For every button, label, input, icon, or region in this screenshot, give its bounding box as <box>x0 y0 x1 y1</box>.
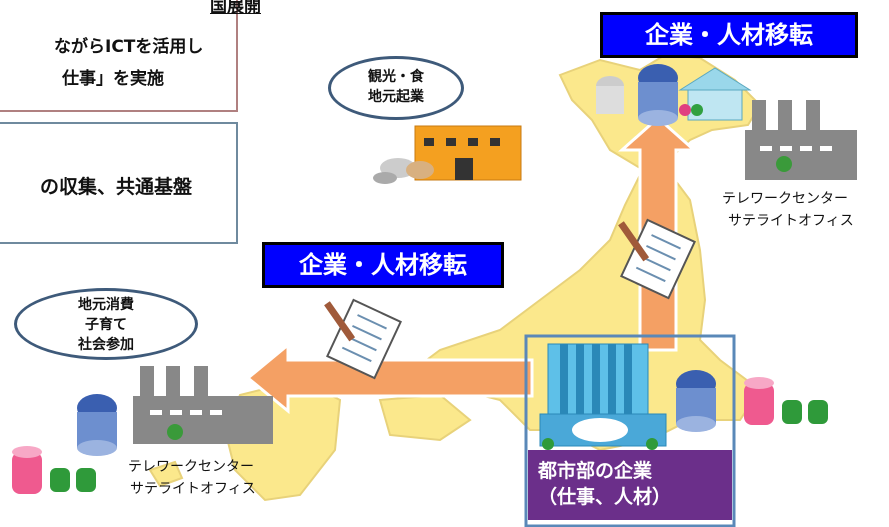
office-building <box>539 343 667 450</box>
bubble-tourism-line1: 観光・食 <box>368 69 424 85</box>
person-figure-left <box>77 394 117 456</box>
bubble-local-life-line1: 地元消費 <box>78 297 134 313</box>
bubble-tourism: 観光・食 地元起業 <box>328 56 464 120</box>
telework-right-label: テレワークセンター サテライトオフィス <box>722 188 854 232</box>
bubble-local-life: 地元消費 子育て 社会参加 <box>14 288 198 360</box>
info-box-top-line2: 仕事」を実施 <box>62 69 164 89</box>
okinawa-shape <box>148 460 184 488</box>
document-icon-middle <box>324 298 402 380</box>
urban-frame <box>524 334 736 527</box>
people-group-right <box>744 377 828 425</box>
food-icon <box>373 158 434 184</box>
banner-relocation-top: 企業・人材移転 <box>600 12 858 58</box>
urban-company-label: 都市部の企業 （仕事、人材） <box>528 450 732 520</box>
info-box-top <box>0 0 238 112</box>
info-box-mid-line1: の収集、共通基盤 <box>40 176 193 198</box>
telework-right-line1: テレワークセンター <box>722 191 848 207</box>
person-figure-urban <box>676 370 716 432</box>
bubble-local-life-line3: 社会参加 <box>78 337 134 353</box>
person-figures-top <box>596 64 703 126</box>
urban-company-line1: 都市部の企業 <box>538 460 653 482</box>
info-box-top-line1: ながらICTを活用し <box>54 37 204 57</box>
factory-left <box>133 366 273 444</box>
factory-right <box>745 100 857 180</box>
banner-relocation-mid: 企業・人材移転 <box>262 242 504 288</box>
people-group-left <box>12 446 96 494</box>
telework-left-line2: サテライトオフィス <box>130 481 256 497</box>
info-box-mid <box>0 122 238 244</box>
arrow-left <box>245 341 534 415</box>
bubble-tourism-line2: 地元起業 <box>368 89 424 105</box>
telework-left-line1: テレワークセンター <box>128 459 254 475</box>
telework-right-line2: サテライトオフィス <box>728 213 854 229</box>
info-box-top-heading: 国展開 <box>210 0 261 17</box>
document-icon-upper <box>618 218 696 300</box>
bubble-local-life-line2: 子育て <box>85 317 127 333</box>
urban-company-line2: （仕事、人材） <box>538 486 672 508</box>
telework-left-label: テレワークセンター サテライトオフィス <box>128 456 256 500</box>
shikoku-shape <box>378 393 472 442</box>
